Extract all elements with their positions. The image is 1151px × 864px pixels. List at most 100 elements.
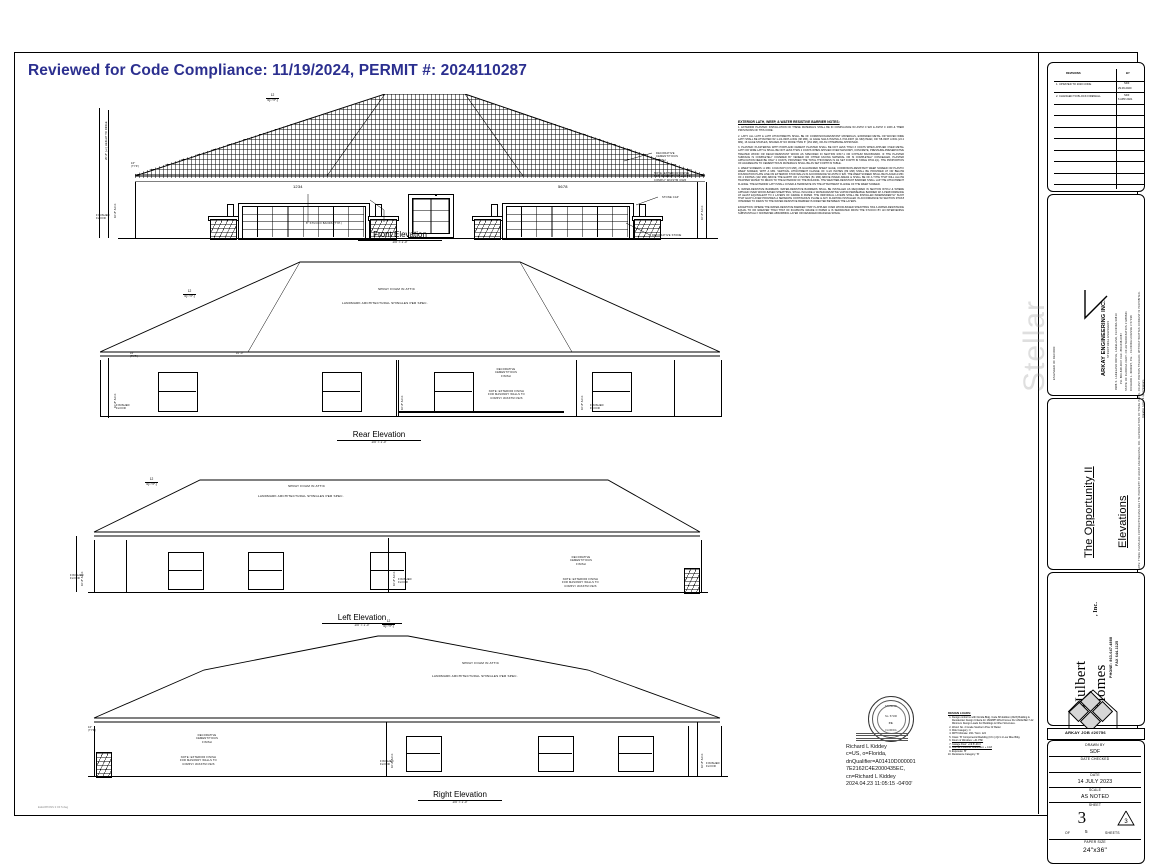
rear-window-4 — [592, 372, 632, 412]
left-end-wall-line — [126, 540, 127, 592]
revisions-column-divider — [1116, 69, 1117, 189]
front-address-right: 5678 — [558, 184, 568, 189]
right-window-3-rail — [618, 753, 652, 754]
left-stone-column — [684, 568, 700, 594]
signature-line2: c=US, o=Florida, — [846, 751, 887, 758]
engineer-of-record-box — [1047, 194, 1145, 396]
rear-elevation-title: Rear Elevation — [337, 430, 421, 441]
front-elevation-title: Front Elevation — [358, 230, 442, 241]
arkay-job-number: ARKAY JOB #20756 — [1065, 730, 1106, 735]
revision-row-date: 29.09.2020 — [1118, 86, 1132, 90]
front-soffit-dim: 16"(TYP.) — [131, 162, 140, 169]
engineer-cert: STATE OF FLORIDA CERT. OF AUTHORIZATION … — [1125, 311, 1128, 391]
note-paragraph-5: 5. WATER-RESISTIVE BARRIERS: WATER-RESIS… — [738, 188, 904, 204]
project-name: The Opportunity II — [1083, 466, 1095, 558]
right-grade-line — [88, 776, 728, 777]
rear-window-1 — [158, 372, 198, 412]
right-window-3 — [618, 736, 654, 772]
right-stone-column — [96, 752, 112, 778]
right-window-1 — [406, 736, 442, 772]
sheet-name: Elevations — [1117, 495, 1129, 548]
signature-line3: dnQualifier=A01410D000001 — [846, 758, 916, 765]
sheet-info-divider — [1049, 839, 1141, 840]
seal-number-text: No. 57196 — [885, 715, 897, 718]
right-soffit-dim: 16"(TYP.) — [88, 726, 97, 733]
rear-dim-line-left — [108, 358, 109, 418]
revision-row-by: SDF — [1124, 82, 1130, 85]
date-value: 14 JULY 2023 — [1077, 779, 1113, 785]
seal-bottom-text: FLORIDA — [885, 729, 897, 732]
date-label: DATE — [1090, 773, 1100, 777]
left-roof-outline — [93, 479, 701, 537]
note-paragraph-2: 2. LATH: ALL LATH & LATH ATTACHMENTS SHA… — [738, 134, 904, 144]
rear-pitch-rise: 12 — [187, 289, 192, 293]
copyright-note: NOTE: THESE PLANS ARE COPYRIGHTED AND AR… — [1138, 291, 1141, 570]
sheet-warning-triangle-icon: 3 — [1117, 810, 1135, 826]
professional-engineer-seal: STATE OF No. 57196 P.E. FLORIDA — [868, 696, 914, 742]
exterior-lath-notes-block: EXTERIOR LATH, WEEP, & WATER RESISTIVE B… — [738, 120, 904, 218]
right-dim-line — [386, 722, 387, 776]
engineer-phone: PH. 863-648-0037 FAX. 863-648-0087 — [1120, 332, 1123, 384]
revision-row-date: 6 APR 2021 — [1118, 98, 1133, 101]
design-load-item: Doors & Windows: +41 PSF — [952, 739, 1034, 742]
signature-line6: 2024.04.23 11:05:15 -04'00' — [846, 781, 913, 788]
code-compliance-stamp: Reviewed for Code Compliance: 11/19/2024… — [28, 62, 527, 79]
right-window-2-rail — [538, 753, 572, 754]
signature-name: Richard L Kiddey — [846, 744, 887, 750]
front-address-left: 1234 — [293, 184, 303, 189]
sheet-info-divider — [1049, 787, 1141, 788]
right-height-dim-right: 10'-8" A.F.F. — [700, 753, 704, 768]
right-elevation-scale: 1/4" = 1'-0" — [452, 800, 468, 804]
right-window-2 — [538, 736, 574, 772]
rear-height-dim-right2: 10'-8" A.F.F. — [580, 395, 584, 410]
left-note-shingles: LANDMARK ARCHITECTURAL SHINGLES PER SPEC… — [258, 494, 344, 498]
design-load-item: Class: 'B' Components/Cladding (0.6 x) Q… — [952, 736, 1034, 739]
job-number-box — [1047, 728, 1145, 740]
left-window-1-rail — [168, 570, 202, 571]
right-note-spray-foam: SPRAY FOAM IN ATTIC — [462, 661, 500, 665]
rear-dim-line-mid — [396, 360, 397, 416]
rear-roof-outline — [100, 261, 720, 357]
rear-grade-line — [100, 416, 720, 417]
drawing-notes-spec-label: Drawing notes & specifications — [1142, 379, 1145, 418]
sheet-of-suffix: SHEETS — [1105, 831, 1120, 835]
signature-line4: 7E2162C4E2000435EC, — [846, 766, 906, 773]
front-grade-line — [118, 238, 718, 239]
front-stone-column-left-b — [370, 219, 397, 240]
left-pitch-rise: 12 — [149, 477, 154, 481]
right-elevation-drawing — [88, 628, 728, 780]
right-pitch-run: 5 — [383, 624, 385, 629]
sheet-label: SHEET — [1088, 803, 1102, 807]
left-dim-line-right — [388, 538, 389, 592]
revisions-header-by: BY — [1126, 72, 1130, 75]
pitch-typ: (TYP.) — [268, 98, 278, 103]
front-stone-cap-label: STONE CAP — [662, 196, 679, 199]
notes-heading: EXTERIOR LATH, WEEP, & WATER RESISTIVE B… — [738, 120, 840, 124]
left-elevation-scale: 1/4" = 1'-0" — [354, 623, 370, 627]
rear-note-spray-foam: SPRAY FOAM IN ATTIC — [378, 287, 416, 291]
revisions-box: REVISIONS BY 1. UPDATED TO 2020 CODE SDF… — [1047, 62, 1145, 192]
sheet-of-prefix: OF — [1065, 831, 1071, 835]
builder-phone: PHONE: 863-647-4888 — [1109, 636, 1113, 678]
builder-name-suffix: , Inc. — [1093, 601, 1099, 616]
revisions-header-label: REVISIONS — [1066, 72, 1081, 75]
svg-text:3: 3 — [1124, 819, 1128, 825]
design-load-item: Internal Pressure Coefficient: + 0.18 — [952, 746, 1034, 749]
revisions-table: REVISIONS BY 1. UPDATED TO 2020 CODE SDF… — [1054, 69, 1144, 189]
engineer-pe-license: RICHARD L. KIDDEY, P.E. - FLORIDA LICENS… — [1130, 315, 1133, 391]
revision-row-by: SDF — [1124, 93, 1130, 97]
rear-slab-band — [398, 411, 564, 413]
rear-window-2-rail — [322, 391, 360, 392]
left-window-2 — [248, 552, 284, 590]
design-load-item: Exposure: 'B' — [952, 750, 1034, 753]
design-load-item: Risk Category: II — [952, 729, 1034, 732]
design-load-item: MPH Ultimate: 160 / Nom: 124 — [952, 732, 1034, 735]
